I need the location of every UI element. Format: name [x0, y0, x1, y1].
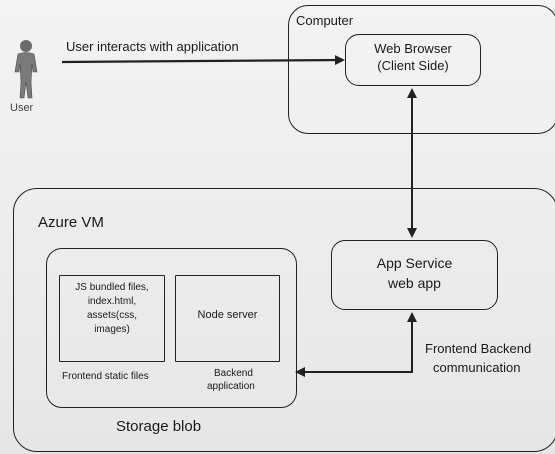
- web-browser-line1: Web Browser: [374, 41, 452, 56]
- storage-blob-title: Storage blob: [116, 418, 202, 435]
- communication-label-line1: Frontend Backend: [425, 341, 532, 356]
- node-server-text: Node server: [197, 309, 258, 321]
- backend-caption-line2: application: [207, 381, 255, 392]
- computer-title: Computer: [296, 13, 354, 28]
- azure-vm-title: Azure VM: [38, 214, 104, 231]
- app-service-line1: App Service: [376, 255, 453, 271]
- frontend-line-1: JS bundled files,: [75, 282, 149, 293]
- frontend-backend-arrow: [295, 312, 417, 377]
- web-browser-line2: (Client Side): [377, 58, 449, 73]
- node-server-box: Node server: [175, 275, 280, 362]
- frontend-line-2: index.html,: [87, 296, 137, 307]
- frontend-static-files-box: JS bundled files, index.html, assets(css…: [59, 275, 165, 362]
- backend-caption-line1: Backend: [214, 368, 253, 379]
- frontend-line-3: assets(css,: [86, 310, 137, 321]
- user-actor: User: [8, 38, 44, 118]
- computer-container: [288, 5, 555, 134]
- user-to-browser-arrow: [61, 55, 345, 66]
- azure-vm-container: [13, 188, 555, 452]
- web-browser-box: Web Browser (Client Side): [345, 34, 481, 86]
- communication-label-line2: communication: [433, 360, 521, 375]
- app-service-box: App Service web app: [331, 240, 498, 310]
- user-label: User: [10, 102, 34, 114]
- frontend-line-4: images): [94, 324, 130, 335]
- user-action-label: User interacts with application: [66, 39, 239, 54]
- app-service-line2: web app: [388, 275, 441, 291]
- frontend-caption: Frontend static files: [62, 371, 149, 382]
- user-icon: [14, 40, 38, 99]
